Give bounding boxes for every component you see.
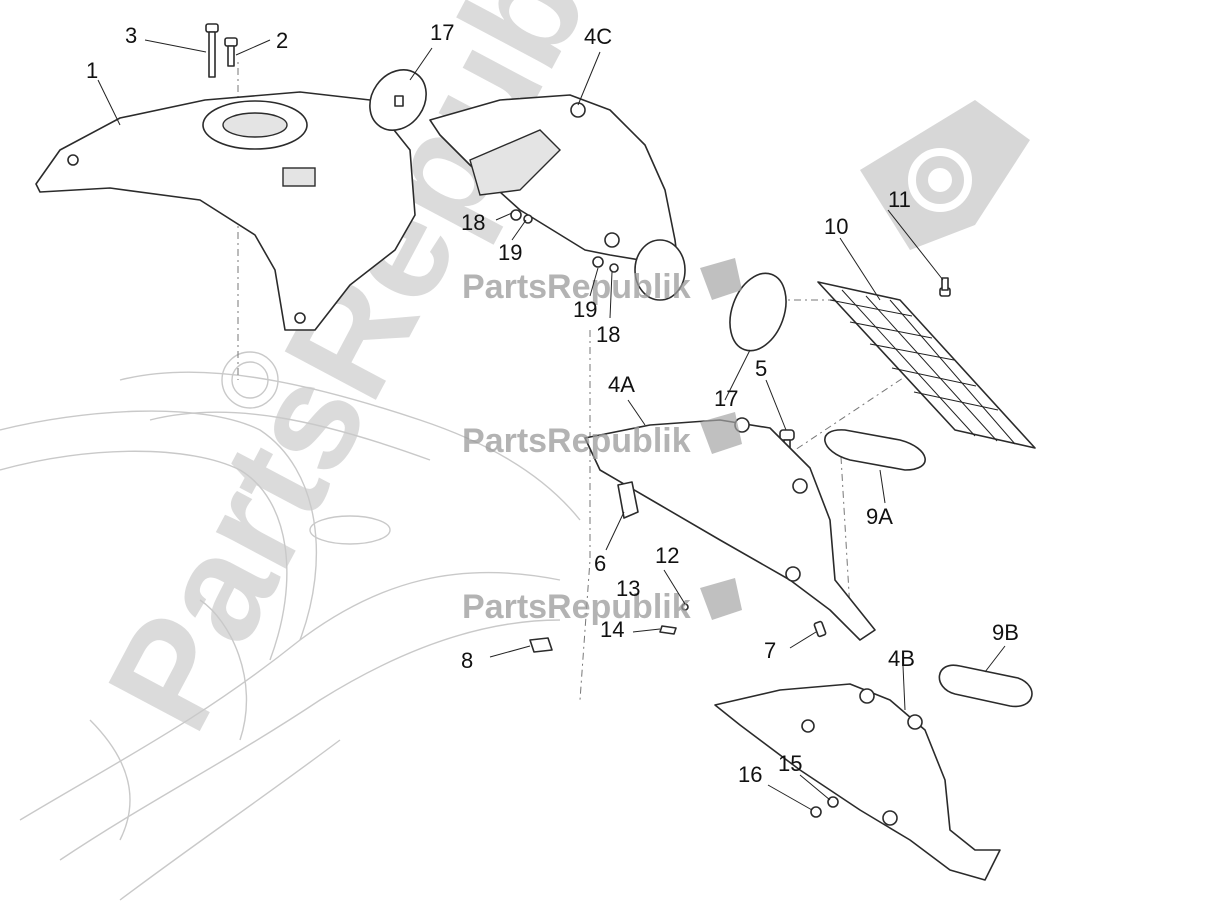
gear-flag-icon <box>700 578 742 620</box>
part-7-screw <box>813 620 827 638</box>
callout-17-top: 17 <box>430 20 454 45</box>
part-10-plate-holder <box>817 281 1036 449</box>
callout-10: 10 <box>824 214 848 239</box>
callout-7: 7 <box>764 638 776 663</box>
watermark-stamp-2: PartsRepublik <box>462 412 742 460</box>
callout-18-top: 18 <box>461 210 485 235</box>
callout-19-bottom: 19 <box>573 297 597 322</box>
callout-1: 1 <box>86 58 98 83</box>
callout-labels: 3 2 1 17 4C 18 19 19 18 11 10 5 4A 17 9A… <box>86 20 1019 787</box>
callout-3: 3 <box>125 23 137 48</box>
callout-4c: 4C <box>584 24 612 49</box>
callout-15: 15 <box>778 751 802 776</box>
part-4b-lower-bracket <box>714 683 1001 881</box>
part-3-long-screw <box>205 23 219 78</box>
callout-9a: 9A <box>866 504 893 529</box>
watermark-stamp-2-text: PartsRepublik <box>462 422 691 460</box>
callout-18-bottom: 18 <box>596 322 620 347</box>
callout-17-mid: 17 <box>714 386 738 411</box>
part-11-screw <box>939 277 951 297</box>
callout-6: 6 <box>594 551 606 576</box>
part-9b-reflector <box>938 664 1033 708</box>
gear-flag-icon <box>700 412 742 454</box>
part-17-top-cap <box>369 69 427 131</box>
part-15-16-fasteners <box>810 796 839 818</box>
callout-16: 16 <box>738 762 762 787</box>
part-4c-upper-bracket <box>429 94 686 301</box>
watermark-stamp-3: PartsRepublik <box>462 578 742 626</box>
callout-4a: 4A <box>608 372 635 397</box>
leader-lines <box>97 39 1006 811</box>
part-17-ring <box>729 272 787 352</box>
gear-flag-icon <box>860 100 1030 250</box>
watermark-stamp-1: PartsRepublik <box>462 258 742 306</box>
callout-8: 8 <box>461 648 473 673</box>
callout-11: 11 <box>888 187 911 212</box>
callout-5: 5 <box>755 356 767 381</box>
callout-4b: 4B <box>888 646 915 671</box>
watermark-stamp-1-text: PartsRepublik <box>462 268 691 306</box>
part-2-short-screw <box>224 37 238 67</box>
part-6-clip <box>617 481 639 519</box>
callout-19-top: 19 <box>498 240 522 265</box>
callout-9b: 9B <box>992 620 1019 645</box>
callout-12: 12 <box>655 543 679 568</box>
part-9a-reflector <box>824 429 926 471</box>
gear-flag-icon <box>700 258 742 300</box>
part-8-clip <box>529 637 553 653</box>
watermark-stamp-3-text: PartsRepublik <box>462 588 691 626</box>
scooter-frame-ghost <box>0 351 581 901</box>
callout-2: 2 <box>276 28 288 53</box>
callout-14: 14 <box>600 617 624 642</box>
part-1-rear-cover <box>35 91 416 331</box>
callout-13: 13 <box>616 576 640 601</box>
part-18-19-washers <box>510 209 619 273</box>
